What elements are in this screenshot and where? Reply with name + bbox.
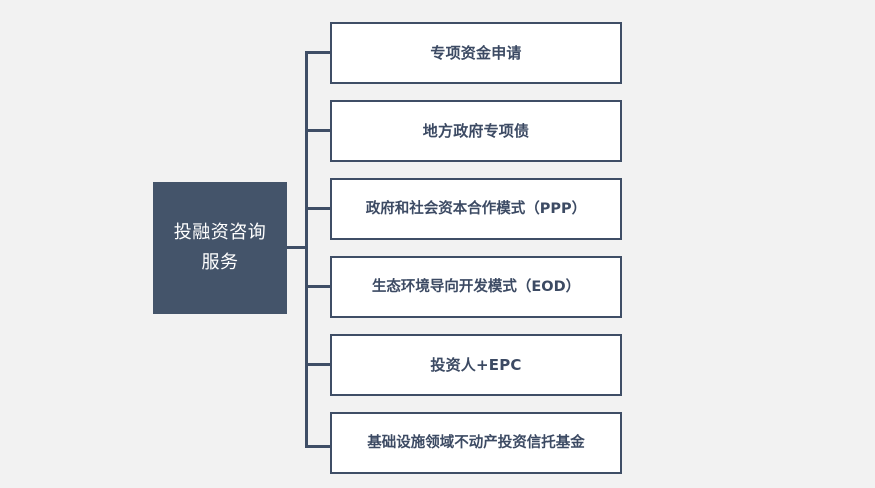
connector-stub-branch-6 bbox=[305, 445, 331, 448]
branch-node-6-label: 基础设施领域不动产投资信托基金 bbox=[367, 435, 585, 451]
branch-node-3-label: 政府和社会资本合作模式（PPP） bbox=[365, 201, 587, 217]
branch-node-1-label: 专项资金申请 bbox=[430, 44, 522, 62]
connector-stub-branch-5 bbox=[305, 363, 331, 366]
branch-node-4-label: 生态环境导向开发模式（EOD） bbox=[371, 279, 581, 295]
branch-node-1: 专项资金申请 bbox=[330, 22, 622, 84]
branch-node-4: 生态环境导向开发模式（EOD） bbox=[330, 256, 622, 318]
branch-node-5-label: 投资人+EPC bbox=[430, 356, 522, 374]
connector-stub-branch-4 bbox=[305, 285, 331, 288]
root-node-label: 投融资咨询 服务 bbox=[173, 222, 267, 273]
branch-node-2: 地方政府专项债 bbox=[330, 100, 622, 162]
connector-root-stub bbox=[287, 246, 307, 249]
branch-node-2-label: 地方政府专项债 bbox=[422, 122, 530, 140]
connector-stub-branch-2 bbox=[305, 129, 331, 132]
connector-stub-branch-1 bbox=[305, 51, 331, 54]
root-node: 投融资咨询 服务 bbox=[153, 182, 287, 314]
connector-trunk-vertical bbox=[305, 51, 308, 448]
branch-node-5: 投资人+EPC bbox=[330, 334, 622, 396]
branch-node-6: 基础设施领域不动产投资信托基金 bbox=[330, 412, 622, 474]
branch-node-3: 政府和社会资本合作模式（PPP） bbox=[330, 178, 622, 240]
connector-stub-branch-3 bbox=[305, 207, 331, 210]
